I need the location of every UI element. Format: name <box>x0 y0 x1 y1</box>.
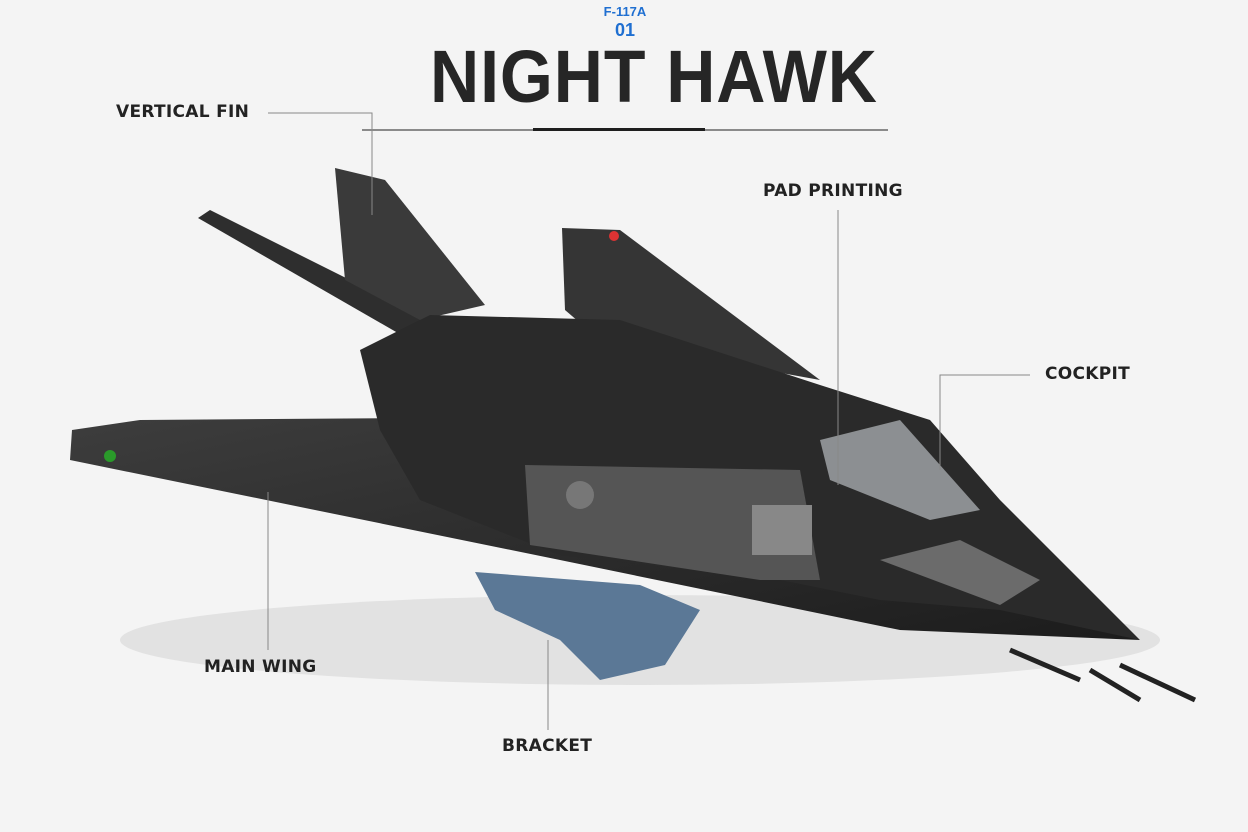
label-pad-printing: PAD PRINTING <box>763 181 903 201</box>
bracket-stand <box>475 572 700 680</box>
label-cockpit: COCKPIT <box>1045 364 1131 384</box>
pitot-probe <box>1118 662 1197 703</box>
wingtip-light <box>104 450 116 462</box>
label-bracket: BRACKET <box>502 736 593 756</box>
model-code: F-117A <box>603 4 647 19</box>
model-badge: F-117A 01 <box>590 4 660 40</box>
product-title: NIGHT HAWK <box>430 35 878 118</box>
nose-panel <box>880 540 1040 605</box>
title-divider-accent <box>533 128 705 131</box>
cockpit-leader <box>939 374 1030 470</box>
pitot-probe <box>1009 647 1081 683</box>
model-number: 01 <box>614 20 636 40</box>
label-main-wing: MAIN WING <box>204 657 317 677</box>
pitot-probe <box>1088 667 1142 703</box>
left-tail-fin <box>198 210 430 340</box>
intake-grille <box>752 505 812 555</box>
star-insignia <box>566 481 594 509</box>
cockpit-canopy <box>820 420 980 520</box>
tail-light <box>609 231 619 241</box>
vertical-fin-leader <box>268 112 373 215</box>
fuselage-side-panel <box>525 465 820 580</box>
label-vertical-fin: VERTICAL FIN <box>116 102 250 122</box>
